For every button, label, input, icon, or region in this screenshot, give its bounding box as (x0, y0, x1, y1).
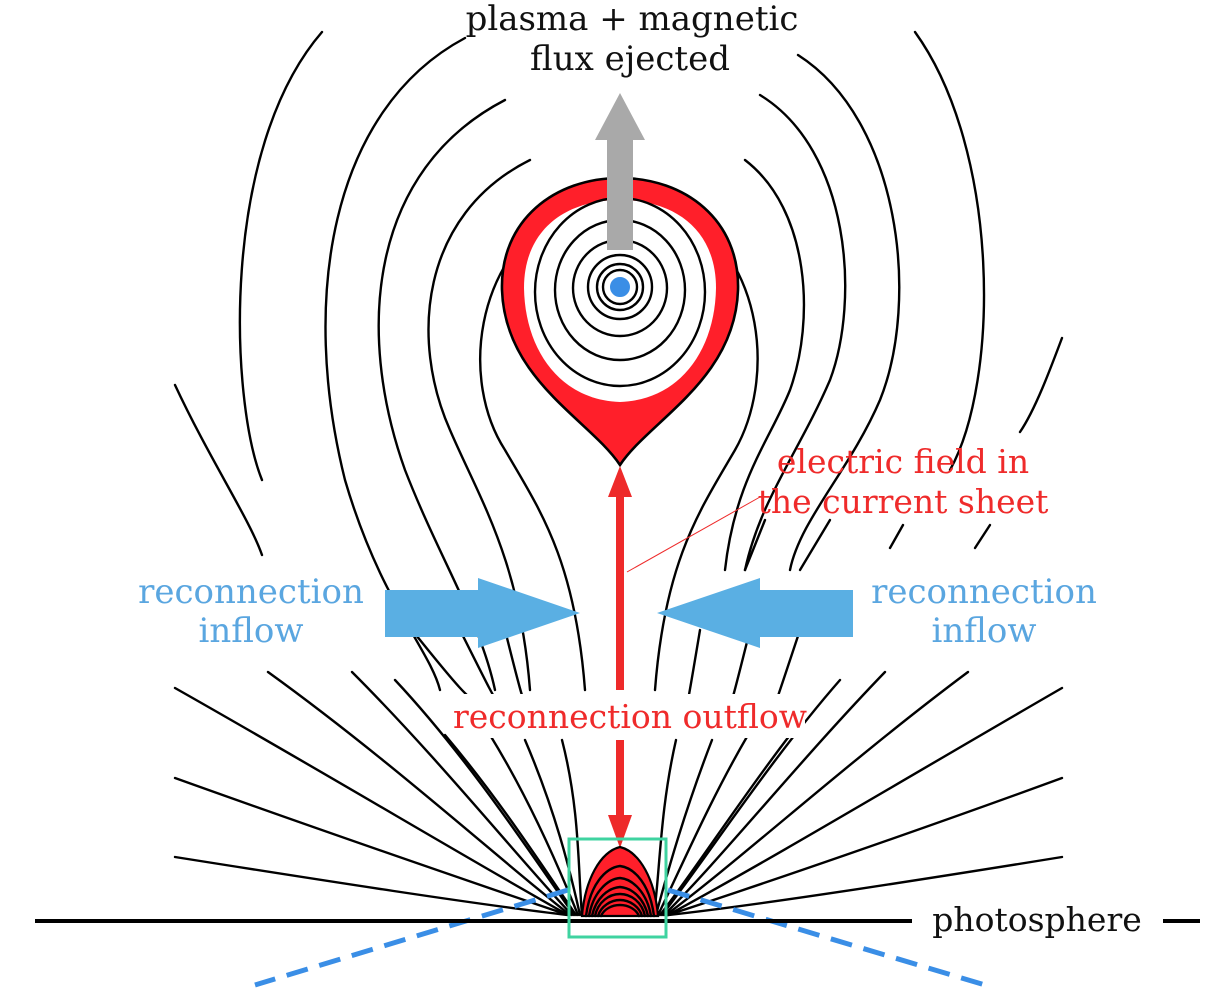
field-line (666, 855, 1064, 917)
field-line (503, 628, 526, 702)
ejecta-label-line2: flux ejected (530, 39, 730, 79)
inflow-right-label-line2: inflow (931, 611, 1036, 651)
outflow-label-bg (455, 694, 805, 738)
zoom-box (567, 837, 668, 939)
field-line (664, 670, 970, 917)
field-line (686, 628, 702, 702)
arcade-loop (584, 864, 656, 918)
post-flare-loops (580, 845, 660, 918)
field-line (266, 670, 572, 917)
flux-rope-core (608, 275, 632, 299)
flux-rope-inner-white (524, 200, 716, 402)
outflow-down-arrowhead (608, 815, 632, 848)
field-line (774, 628, 802, 702)
field-line (173, 383, 264, 557)
field-line (658, 733, 792, 917)
arcade-loop (596, 898, 644, 918)
ejection-arrow (595, 93, 645, 250)
zoom-guide-left (254, 887, 569, 988)
field-line (173, 776, 570, 917)
field-line (1018, 336, 1064, 434)
efield-label-line2: the current sheet (758, 482, 1049, 521)
field-line (173, 686, 570, 917)
field-line (743, 93, 847, 572)
arcade-loop (599, 903, 641, 918)
inflow-arrow-left (385, 578, 580, 648)
field-line (173, 855, 570, 917)
flux-rope (500, 176, 740, 468)
efield-leader-line (626, 496, 761, 573)
field-loop (601, 268, 639, 306)
field-line (888, 523, 905, 550)
arcade-loop (593, 892, 647, 918)
field-line (723, 158, 806, 572)
outflow-label: reconnection outflow (453, 697, 807, 736)
field-line (350, 670, 574, 917)
zoom-guide-right (667, 887, 986, 988)
arcade-loop (587, 876, 653, 918)
field-line (238, 30, 324, 482)
current-sheet (608, 466, 761, 848)
field-line (443, 733, 578, 917)
field-line (662, 670, 887, 917)
field-line (654, 738, 714, 917)
inflow-left-label-line1: reconnection (138, 572, 364, 612)
field-line (560, 738, 584, 917)
field-line (788, 53, 901, 572)
field-line (798, 518, 832, 572)
field-loop (595, 262, 645, 312)
ejecta-label-line1: plasma + magnetic (466, 0, 799, 39)
inflow-right-label-line1: reconnection (871, 572, 1097, 612)
arcade-loop (590, 885, 650, 918)
field-line (427, 158, 532, 692)
field-line (523, 738, 582, 917)
current-sheet-bar (616, 490, 624, 690)
field-line (913, 30, 986, 472)
field-loop (586, 253, 654, 321)
inflow-arrow-right (657, 578, 853, 648)
photosphere-label: photosphere (932, 900, 1142, 939)
field-line (488, 733, 580, 917)
field-line (743, 518, 767, 572)
efield-label-line1: electric field in (777, 442, 1029, 481)
outflow-up-arrowhead (608, 466, 632, 497)
field-line (973, 523, 992, 550)
current-sheet-bar (616, 740, 624, 820)
field-line-fragments (743, 518, 992, 572)
field-line (666, 686, 1064, 917)
zoom-guides (254, 887, 986, 988)
inflow-left-label-line2: inflow (198, 611, 303, 651)
